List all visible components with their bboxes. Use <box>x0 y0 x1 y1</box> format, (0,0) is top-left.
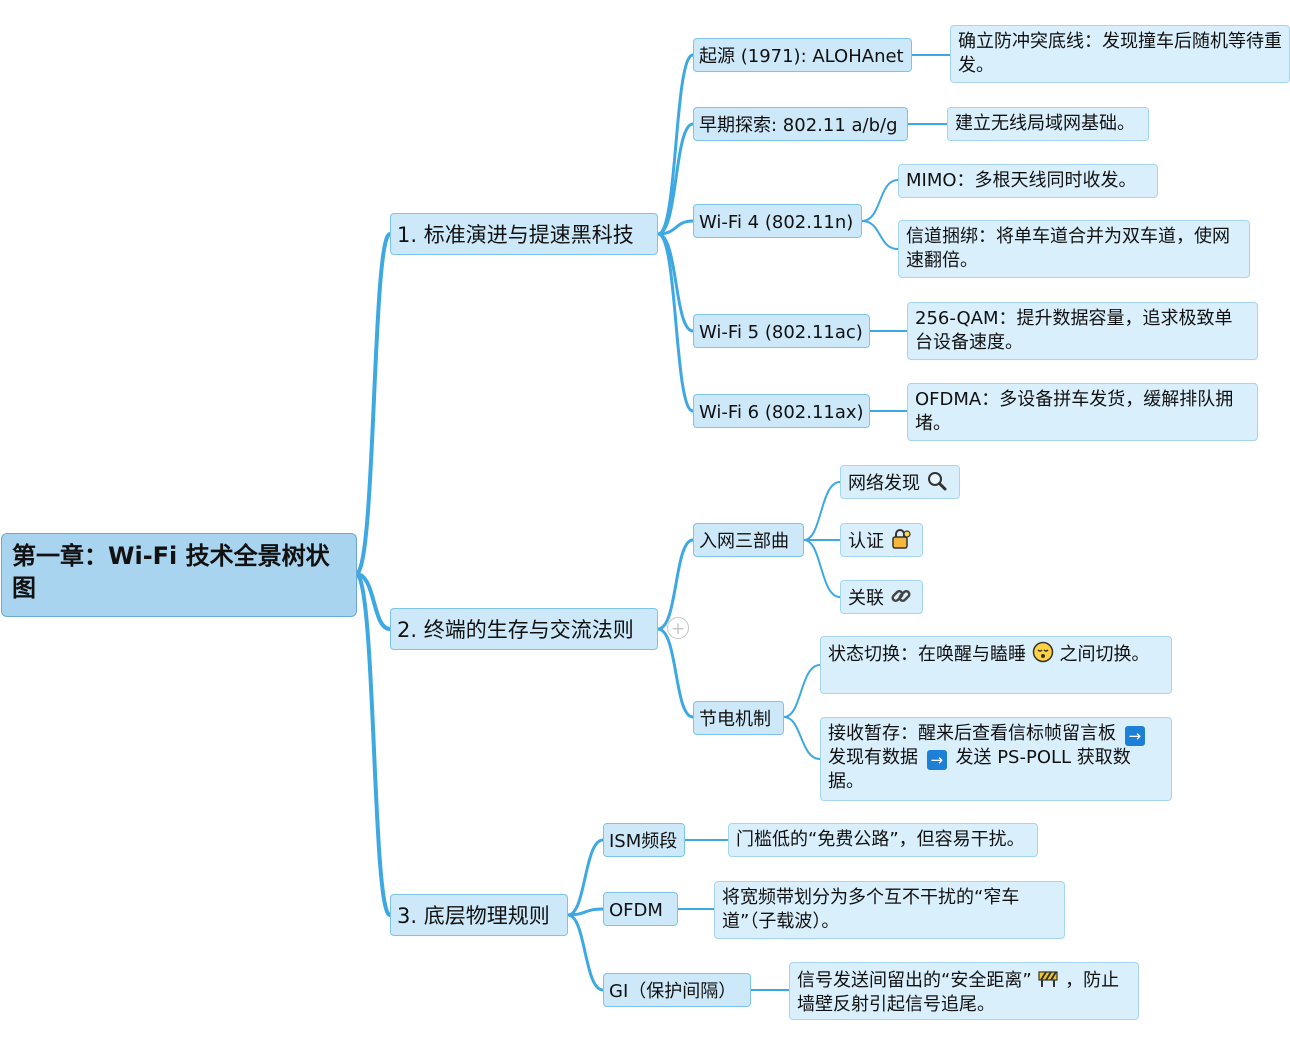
note-association-text: 关联 <box>848 588 884 609</box>
topic-guard-interval[interactable]: GI（保护间隔） <box>603 973 751 1007</box>
right-arrow-icon: → <box>1124 726 1145 746</box>
note-mimo-text: MIMO：多根天线同时收发。 <box>906 170 1137 191</box>
topic-join-network[interactable]: 入网三部曲 <box>693 523 804 557</box>
note-authentication-text: 认证 <box>848 531 884 552</box>
note-state-switch-after: 之间切换。 <box>1059 644 1150 665</box>
note-256qam-text: 256-QAM：提升数据容量，追求极致单台设备速度。 <box>915 308 1233 353</box>
note-guard-interval-after: ，防止墙壁反射引起信号追尾。 <box>797 970 1120 1015</box>
note-mimo[interactable]: MIMO：多根天线同时收发。 <box>898 164 1158 198</box>
note-wlan-foundation[interactable]: 建立无线局域网基础。 <box>947 107 1149 141</box>
collapse-plus-icon[interactable]: + <box>667 617 689 639</box>
topic-join-network-label: 入网三部曲 <box>699 531 789 552</box>
topic-wifi5-label: Wi-Fi 5 (802.11ac) <box>699 322 863 343</box>
topic-power-saving[interactable]: 节电机制 <box>693 701 784 735</box>
note-network-discovery[interactable]: 网络发现 <box>840 465 960 499</box>
topic-aloha-label: 起源 (1971): ALOHAnet <box>699 46 904 67</box>
sleeping-face-icon <box>1032 641 1053 663</box>
note-ofdm-text: 将宽频带划分为多个互不干扰的“窄车道”（子载波）。 <box>722 887 1020 932</box>
magnifier-icon <box>927 472 947 491</box>
branch-physical-rules-label: 3. 底层物理规则 <box>397 904 550 928</box>
note-aloha[interactable]: 确立防冲突底线：发现撞车后随机等待重发。 <box>950 25 1290 83</box>
note-guard-interval[interactable]: 信号发送间留出的“安全距离” ，防止墙壁反射引起信号追尾。 <box>789 962 1139 1020</box>
note-wlan-foundation-text: 建立无线局域网基础。 <box>955 113 1135 134</box>
topic-ofdm[interactable]: OFDM <box>603 892 678 926</box>
topic-wifi4-label: Wi-Fi 4 (802.11n) <box>699 212 854 233</box>
topic-wifi5[interactable]: Wi-Fi 5 (802.11ac) <box>693 314 870 348</box>
topic-wifi4[interactable]: Wi-Fi 4 (802.11n) <box>693 204 862 238</box>
right-arrow-icon: → <box>926 750 947 770</box>
note-channel-bonding-text: 信道捆绑：将单车道合并为双车道，使网速翻倍。 <box>906 226 1230 271</box>
branch-terminal-rules-label: 2. 终端的生存与交流法则 <box>397 618 634 642</box>
note-ism-band-text: 门槛低的“免费公路”，但容易干扰。 <box>736 829 1025 850</box>
note-channel-bonding[interactable]: 信道捆绑：将单车道合并为双车道，使网速翻倍。 <box>898 220 1250 278</box>
topic-ism-band[interactable]: ISM频段 <box>603 823 685 857</box>
note-aloha-text: 确立防冲突底线：发现撞车后随机等待重发。 <box>958 31 1282 76</box>
note-network-discovery-text: 网络发现 <box>848 473 920 494</box>
topic-guard-interval-label: GI（保护间隔） <box>609 981 737 1002</box>
root-topic[interactable]: 第一章：Wi-Fi 技术全景树状图 <box>1 533 357 617</box>
topic-early-80211-label: 早期探索: 802.11 a/b/g <box>699 115 898 136</box>
note-buffering-part1: 接收暂存：醒来后查看信标帧留言板 <box>828 723 1116 744</box>
root-title: 第一章：Wi-Fi 技术全景树状图 <box>12 542 330 602</box>
topic-ofdm-label: OFDM <box>609 900 663 921</box>
note-256qam[interactable]: 256-QAM：提升数据容量，追求极致单台设备速度。 <box>907 302 1258 360</box>
note-buffering-part2: 发现有数据 <box>828 747 918 768</box>
note-ofdma[interactable]: OFDMA：多设备拼车发货，缓解排队拥堵。 <box>907 383 1258 441</box>
lock-key-icon <box>891 529 911 549</box>
topic-ism-band-label: ISM频段 <box>609 831 678 852</box>
branch-terminal-rules[interactable]: 2. 终端的生存与交流法则 <box>390 608 658 650</box>
topic-wifi6-label: Wi-Fi 6 (802.11ax) <box>699 402 864 423</box>
note-authentication[interactable]: 认证 <box>840 523 923 557</box>
topic-wifi6[interactable]: Wi-Fi 6 (802.11ax) <box>693 394 870 428</box>
branch-standards-label: 1. 标准演进与提速黑科技 <box>397 223 634 247</box>
note-buffering[interactable]: 接收暂存：醒来后查看信标帧留言板 → 发现有数据 → 发送 PS-POLL 获取… <box>820 717 1172 801</box>
topic-power-saving-label: 节电机制 <box>699 709 771 730</box>
note-ofdm[interactable]: 将宽频带划分为多个互不干扰的“窄车道”（子载波）。 <box>714 881 1065 939</box>
note-state-switch[interactable]: 状态切换：在唤醒与瞌睡 之间切换。 <box>820 636 1172 694</box>
branch-physical-rules[interactable]: 3. 底层物理规则 <box>390 894 568 936</box>
note-guard-interval-before: 信号发送间留出的“安全距离” <box>797 970 1032 991</box>
topic-aloha[interactable]: 起源 (1971): ALOHAnet <box>693 38 912 72</box>
note-ism-band[interactable]: 门槛低的“免费公路”，但容易干扰。 <box>728 823 1038 857</box>
branch-standards[interactable]: 1. 标准演进与提速黑科技 <box>390 213 658 255</box>
note-ofdma-text: OFDMA：多设备拼车发货，缓解排队拥堵。 <box>915 389 1234 434</box>
construction-barrier-icon <box>1038 971 1058 987</box>
note-association[interactable]: 关联 <box>840 580 923 614</box>
topic-early-80211[interactable]: 早期探索: 802.11 a/b/g <box>693 107 908 141</box>
note-state-switch-before: 状态切换：在唤醒与瞌睡 <box>828 644 1026 665</box>
link-icon <box>891 589 911 603</box>
note-buffering-part3: 发送 PS-POLL 获取数据。 <box>828 747 1131 792</box>
